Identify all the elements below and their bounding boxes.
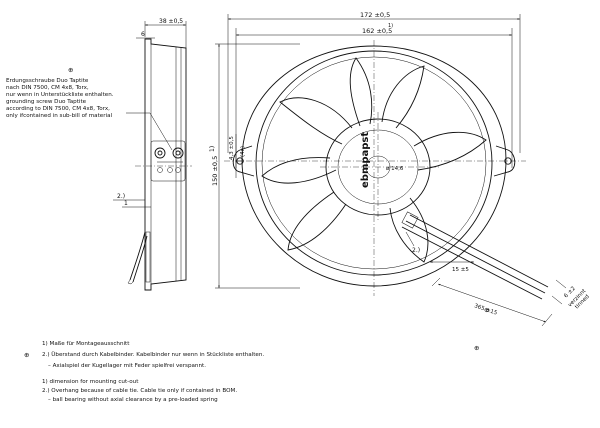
hole-spacing-dim: 162 ±0,5 bbox=[362, 27, 392, 35]
notes-mark-icon: ⊕ bbox=[24, 351, 29, 359]
note-de-line: – Axialspiel der Kugellager mit Feder sp… bbox=[48, 363, 206, 369]
flange-dim: 6 bbox=[141, 31, 145, 38]
hole-count: (4x) bbox=[240, 146, 246, 157]
ground-note-de-line: nach DIN 7500, CM 4x8, Torx, bbox=[6, 85, 89, 91]
cable-bundle bbox=[401, 211, 549, 300]
ground-note-en-line: only ifcontained in sub-bill of material bbox=[6, 113, 113, 119]
front-view: 172 ±0,5 162 ±0,5 1) 150 ±0,5 1) bbox=[209, 11, 591, 352]
outer-width-dim: 172 ±0,5 bbox=[360, 11, 390, 19]
view-mark-icon: ⊕ bbox=[474, 344, 479, 352]
overhang-ref: 2.) bbox=[117, 193, 125, 200]
side-width-dim: 38 ±0,5 bbox=[159, 18, 183, 25]
height-ref: 1) bbox=[209, 146, 216, 152]
side-housing-outline bbox=[144, 38, 187, 291]
ground-note-en-line: grounding screw Duo Taptite bbox=[6, 99, 87, 105]
view-mark-icon: ⊕ bbox=[484, 306, 489, 314]
note-de-line: 1) Maße für Montageausschnitt bbox=[42, 341, 130, 347]
fan-housing-outline bbox=[241, 45, 507, 287]
ground-note-de: Erdungsschraube Duo Taptite nach DIN 750… bbox=[6, 78, 114, 98]
drawing-notes: ⊕ 1) Maße für Montageausschnitt 2.) Über… bbox=[24, 341, 264, 403]
grounding-block bbox=[150, 140, 186, 182]
side-view: 38 ±0,5 6 ⊕ Erdu bbox=[6, 18, 192, 291]
hole-dim: 4,3 ±0,5 bbox=[229, 136, 235, 160]
cable-tie-ref: 2.) bbox=[412, 247, 420, 254]
ground-note-de-line: nur wenn in Unterstückliste enthalten. bbox=[6, 92, 114, 98]
height-dim: 150 ±0,5 bbox=[211, 156, 219, 186]
note-de-line: 2.) Überstand durch Kabelbinder. Kabelbi… bbox=[42, 351, 264, 358]
hole-spacing-ref: 1) bbox=[388, 23, 393, 29]
hub-dim: ø 14,6 bbox=[386, 166, 404, 172]
ground-note-en-line: according to DIN 7500, CM 4x8, Torx, bbox=[6, 106, 110, 112]
note-en-line: – ball bearing without axial clearance b… bbox=[48, 397, 218, 403]
fan-blades bbox=[261, 57, 487, 263]
ground-note-de-line: Erdungsschraube Duo Taptite bbox=[6, 78, 89, 84]
ground-mark-icon: ⊕ bbox=[68, 66, 73, 74]
brand-label: ebmpapst bbox=[360, 132, 371, 188]
cable-dim: 15 ±5 bbox=[452, 267, 469, 273]
overhang-value: 1 bbox=[124, 200, 128, 207]
side-cable bbox=[129, 231, 148, 283]
note-en-line: 1) dimension for mounting cut-out bbox=[42, 379, 139, 385]
note-en-line: 2.) Overhang because of cable tie. Cable… bbox=[42, 388, 237, 394]
ground-note-en: grounding screw Duo Taptite according to… bbox=[6, 99, 113, 119]
